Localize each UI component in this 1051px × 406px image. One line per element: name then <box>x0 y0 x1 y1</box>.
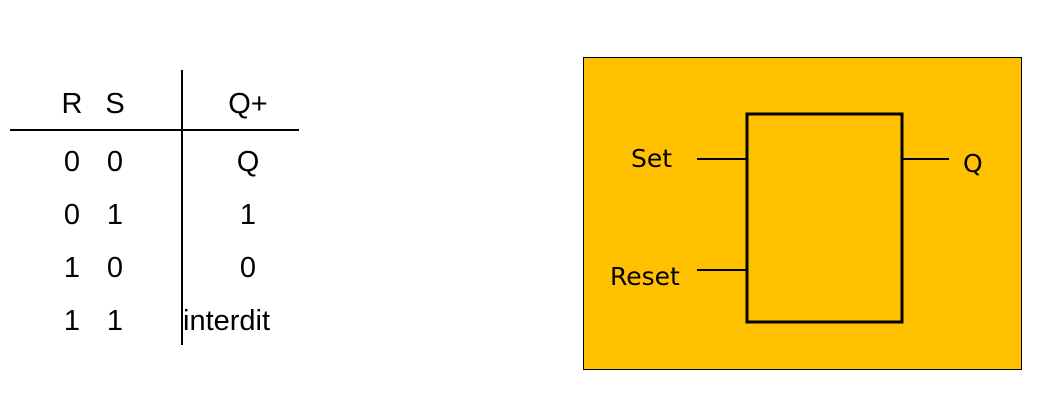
header-q-next: Q+ <box>228 88 268 120</box>
header-s: S <box>105 88 125 120</box>
q-label: Q <box>963 149 983 178</box>
row-1-r: 0 <box>63 199 81 231</box>
row-3-s: 1 <box>106 305 124 337</box>
column-divider <box>181 70 183 345</box>
row-3-q-next: interdit <box>183 305 271 337</box>
row-2-r: 1 <box>63 252 81 284</box>
flip-flop-diagram: Set Reset Q <box>583 57 1022 370</box>
flip-flop-drawing <box>697 112 949 324</box>
row-0-q-next: Q <box>236 146 260 178</box>
header-divider <box>10 129 299 131</box>
row-1-q-next: 1 <box>239 199 257 231</box>
flip-flop-block <box>745 112 904 324</box>
set-label: Set <box>631 144 673 173</box>
reset-label: Reset <box>610 262 680 291</box>
row-0-r: 0 <box>63 146 81 178</box>
row-2-q-next: 0 <box>239 252 257 284</box>
header-r: R <box>61 88 83 120</box>
row-2-s: 0 <box>106 252 124 284</box>
truth-table: R S Q+ 0 0 Q 0 1 1 1 0 0 1 1 interdit <box>0 0 330 406</box>
row-3-r: 1 <box>63 305 81 337</box>
row-0-s: 0 <box>106 146 124 178</box>
row-1-s: 1 <box>106 199 124 231</box>
